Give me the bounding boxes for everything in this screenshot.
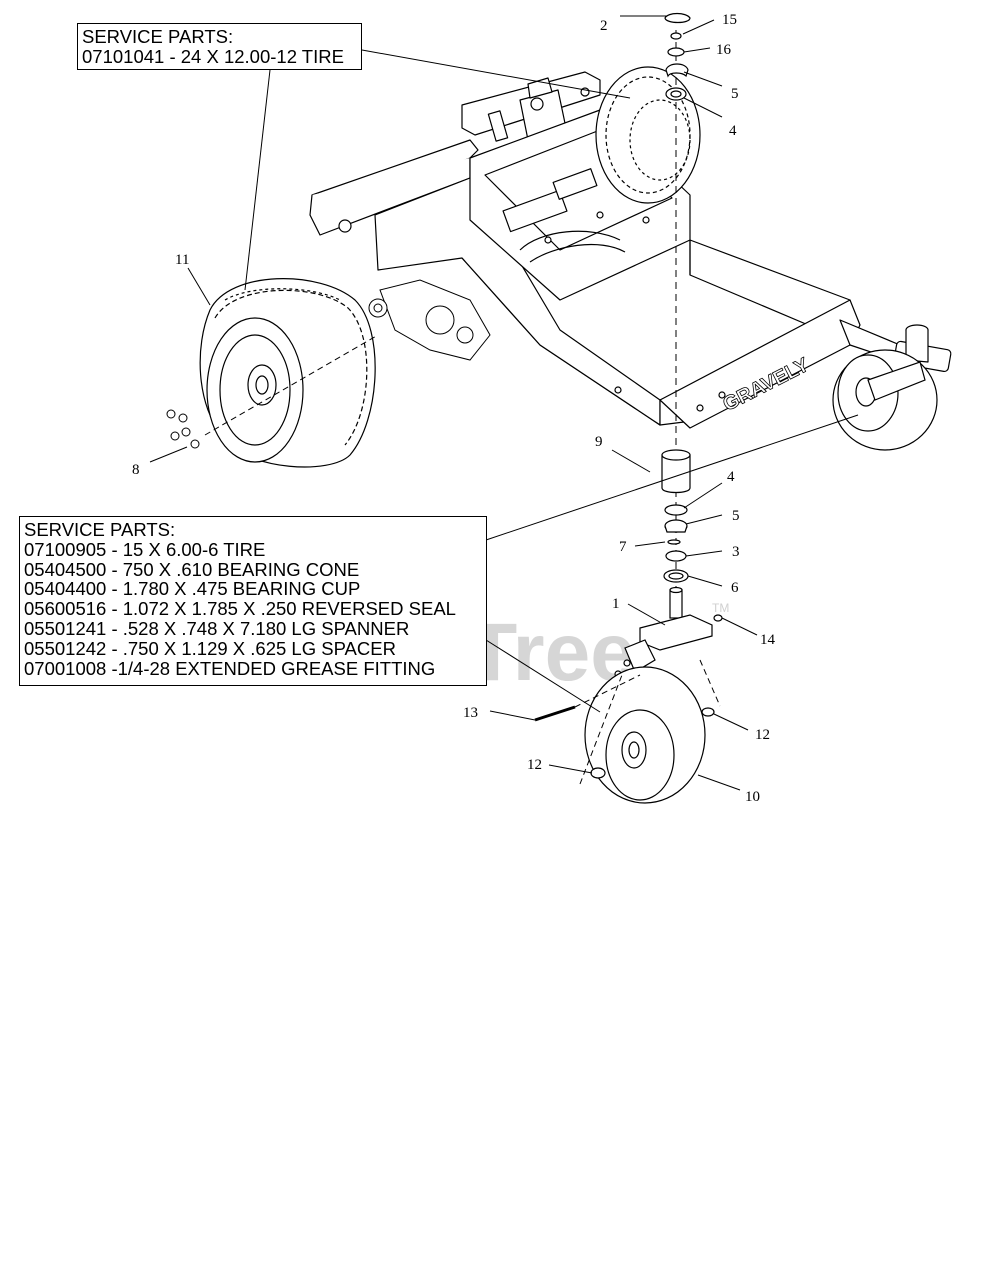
watermark-tm: TM — [712, 601, 729, 615]
caster-top-hardware — [664, 12, 691, 101]
service-part-line: 07001008 -1/4-28 EXTENDED GREASE FITTING — [24, 657, 436, 679]
callout-5: 5 — [731, 86, 739, 102]
callout-5b: 5 — [732, 508, 740, 524]
service-part-line: 05600516 - 1.072 X 1.785 X .250 REVERSED… — [24, 598, 456, 620]
caster-tube — [661, 449, 691, 494]
front-caster-wheel-right — [832, 349, 938, 451]
callout-15: 15 — [722, 12, 737, 28]
callout-labels: 2 15 16 5 4 11 8 9 4 5 7 3 6 1 14 13 12 … — [132, 12, 776, 805]
callout-2: 2 — [600, 18, 608, 34]
service-part-line: 05501241 - .528 X .748 X 7.180 LG SPANNE… — [24, 617, 410, 639]
spanner-pin — [534, 705, 576, 722]
service-parts-heading: SERVICE PARTS: — [82, 26, 234, 47]
service-part-line: 05501242 - .750 X 1.129 X .625 LG SPACER — [24, 637, 396, 659]
callout-16: 16 — [716, 42, 732, 58]
callout-9: 9 — [595, 434, 603, 450]
callout-8: 8 — [132, 462, 140, 478]
callout-4: 4 — [729, 123, 737, 139]
callout-14: 14 — [760, 632, 776, 648]
service-parts-box-front: SERVICE PARTS: 07100905 - 15 X 6.00-6 TI… — [19, 516, 487, 686]
front-caster-wheel — [584, 666, 715, 804]
callout-12a: 12 — [755, 727, 770, 743]
callout-12b: 12 — [527, 757, 542, 773]
callout-1: 1 — [612, 596, 620, 612]
caster-fork — [614, 586, 723, 678]
callout-13: 13 — [463, 705, 478, 721]
callout-4b: 4 — [727, 469, 735, 485]
callout-11: 11 — [175, 252, 189, 268]
callout-10: 10 — [745, 789, 760, 805]
rear-tire-right — [595, 66, 701, 204]
transaxle — [368, 279, 491, 361]
caster-bearing-stack — [663, 504, 689, 583]
lug-nuts — [166, 409, 200, 449]
service-part-line: 07101041 - 24 X 12.00-12 TIRE — [82, 45, 344, 67]
callout-7: 7 — [619, 539, 627, 555]
axle-dash-rear — [204, 334, 379, 436]
service-part-line: 05404400 - 1.780 X .475 BEARING CUP — [24, 578, 361, 600]
service-part-line: 05404500 - 750 X .610 BEARING CONE — [24, 558, 360, 580]
callout-3: 3 — [732, 544, 740, 560]
service-part-line: 07100905 - 15 X 6.00-6 TIRE — [24, 538, 266, 560]
axle-dash-front-b — [699, 659, 721, 707]
rear-tire-left — [199, 278, 376, 468]
service-parts-heading: SERVICE PARTS: — [24, 519, 176, 540]
leader-lines — [149, 15, 859, 791]
callout-6: 6 — [731, 580, 739, 596]
axle-dash-front-a — [574, 674, 641, 708]
service-parts-box-rear: SERVICE PARTS: 07101041 - 24 X 12.00-12 … — [77, 23, 362, 70]
